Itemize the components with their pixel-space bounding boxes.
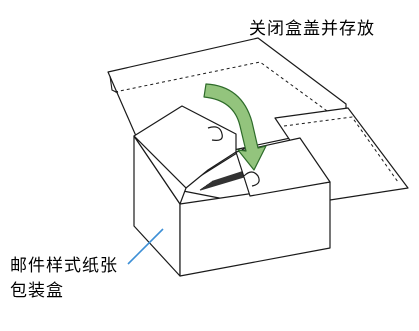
- box-type-caption: 邮件样式纸张包装盒: [10, 256, 118, 301]
- curved-arrow-icon: [203, 83, 267, 171]
- close-lid-caption: 关闭盒盖并存放: [249, 19, 375, 39]
- leader-line: [127, 228, 164, 265]
